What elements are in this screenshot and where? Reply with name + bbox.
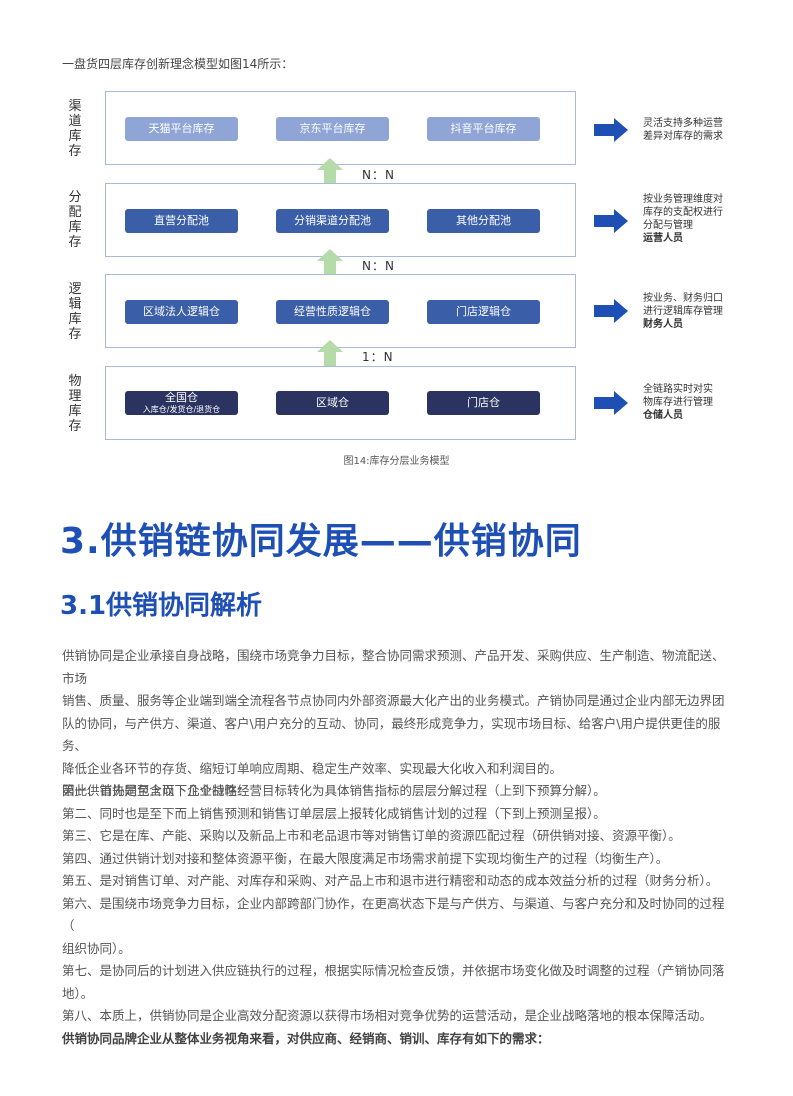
feature-line: 第六、是围绕市场竞争力目标，企业内部跨部门协作，在更高状态下是与产供方、与渠道、… xyxy=(62,895,725,934)
node-jd-stock: 京东平台库存 xyxy=(276,117,389,141)
side-note-line: 按业务、财务归口 xyxy=(643,293,723,304)
node-regional-logical: 区域法人逻辑仓 xyxy=(125,300,238,324)
layer-label-physical: 物理库存 xyxy=(68,374,82,434)
ratio-label-2: N：N xyxy=(362,259,395,273)
paragraph-line: 因此供销协同包含以下几个特性： xyxy=(62,783,250,798)
feature-line: 第八、本质上，供销协同是企业高效分配资源以获得市场相对竞争优势的运营活动，是企业… xyxy=(62,1008,713,1023)
side-note-line: 差异对库存的需求 xyxy=(643,131,723,142)
side-note-channel: 灵活支持多种运营 差异对库存的需求 xyxy=(643,117,753,143)
side-note-line: 全链路实时对实 xyxy=(643,384,713,395)
figure-caption: 图14:库存分层业务模型 xyxy=(343,456,450,467)
feature-line: 第三、它是在库、产能、采购以及新品上市和老品退市等对销售订单的资源匹配过程（研供… xyxy=(62,828,681,843)
node-distribution-pool: 分销渠道分配池 xyxy=(276,209,389,233)
feature-line: 组织协同）。 xyxy=(62,940,131,956)
layer-label-logical: 逻辑库存 xyxy=(68,282,82,342)
right-arrow-icon xyxy=(594,118,628,142)
right-arrow-icon xyxy=(594,391,628,415)
node-national-warehouse-label: 全国仓 xyxy=(165,391,198,404)
feature-line: 第四、通过供销计划对接和整体资源平衡，在最大限度满足市场需求前提下实现均衡生产的… xyxy=(62,850,669,866)
body-paragraph: 供销协同是企业承接自身战略，围绕市场竞争力目标，整合协同需求预测、产品开发、采购… xyxy=(62,645,734,803)
node-store-warehouse: 门店仓 xyxy=(427,391,540,415)
paragraph-line: 供销协同是企业承接自身战略，围绕市场竞争力目标，整合协同需求预测、产品开发、采购… xyxy=(62,648,725,686)
node-business-logical: 经营性质逻辑仓 xyxy=(276,300,389,324)
layer-label-channel: 渠道库存 xyxy=(68,99,82,159)
side-note-line: 灵活支持多种运营 xyxy=(643,118,723,129)
node-direct-pool: 直营分配池 xyxy=(125,209,238,233)
node-national-warehouse: 全国仓 入库仓/发货仓/退货仓 xyxy=(125,391,238,415)
paragraph-line: 降低企业各环节的存货、缩短订单响应周期、稳定生产效率、实现最大化收入和利润目的。 xyxy=(62,760,563,776)
layer-box-channel: 天猫平台库存 京东平台库存 抖音平台库存 xyxy=(105,91,576,165)
right-arrow-icon xyxy=(594,299,628,323)
feature-line: 第二、同时也是至下而上销售预测和销售订单层层上报转化成销售计划的过程（下到上预测… xyxy=(62,805,606,821)
node-other-pool: 其他分配池 xyxy=(427,209,540,233)
side-note-line: 分配与管理 xyxy=(643,220,693,231)
closing-statement: 供销协同品牌企业从整体业务视角来看，对供应商、经销商、销训、库存有如下的需求： xyxy=(62,1030,550,1046)
node-douyin-stock: 抖音平台库存 xyxy=(427,117,540,141)
intro-text: 一盘货四层库存创新理念模型如图14所示： xyxy=(62,57,294,71)
feature-line: 地）。 xyxy=(62,985,94,1001)
side-note-role: 运营人员 xyxy=(643,233,683,244)
node-store-logical: 门店逻辑仓 xyxy=(427,300,540,324)
ratio-label-1: N：N xyxy=(362,168,395,182)
side-note-line: 进行逻辑库存管理 xyxy=(643,306,723,317)
up-arrow-icon xyxy=(317,158,343,186)
layer-box-logical: 区域法人逻辑仓 经营性质逻辑仓 门店逻辑仓 xyxy=(105,274,576,348)
layer-label-allocation: 分配库存 xyxy=(68,190,82,250)
node-regional-warehouse: 区域仓 xyxy=(276,391,389,415)
node-national-warehouse-sub: 入库仓/发货仓/退货仓 xyxy=(142,405,221,414)
feature-line: 第五、是对销售订单、对产能、对库存和采购、对产品上市和退市进行精密和动态的成本效… xyxy=(62,873,719,888)
paragraph-line: 队的协同，与产供方、渠道、客户\用户充分的互动、协同，最终形成竞争力，实现市场目… xyxy=(62,715,721,754)
node-tmall-stock: 天猫平台库存 xyxy=(125,117,238,141)
feature-line: 第一、首先是至上而下企业战略经营目标转化为具体销售指标的层层分解过程（上到下预算… xyxy=(62,783,606,798)
feature-line: 第七、是协同后的计划进入供应链执行的过程，根据实际情况检查反馈，并依据市场变化做… xyxy=(62,963,725,978)
layer-box-physical: 全国仓 入库仓/发货仓/退货仓 区域仓 门店仓 xyxy=(105,366,576,440)
paragraph-line: 销售、质量、服务等企业端到端全流程各节点协同内外部资源最大化产出的业务模式。产销… xyxy=(62,693,725,708)
side-note-role: 财务人员 xyxy=(643,319,683,330)
up-arrow-icon xyxy=(317,340,343,368)
section-heading: 3.供销链协同发展——供销协同 xyxy=(60,521,582,562)
side-note-line: 物库存进行管理 xyxy=(643,397,713,408)
side-note-allocation: 按业务管理维度对 库存的支配权进行 分配与管理 运营人员 xyxy=(643,193,753,245)
ratio-label-3: 1：N xyxy=(362,350,394,364)
up-arrow-icon xyxy=(317,249,343,277)
side-note-line: 按业务管理维度对 xyxy=(643,194,723,205)
right-arrow-icon xyxy=(594,209,628,233)
subsection-heading: 3.1供销协同解析 xyxy=(60,591,263,621)
layer-box-allocation: 直营分配池 分销渠道分配池 其他分配池 xyxy=(105,183,576,257)
side-note-physical: 全链路实时对实 物库存进行管理 仓储人员 xyxy=(643,383,753,422)
side-note-line: 库存的支配权进行 xyxy=(643,207,723,218)
side-note-role: 仓储人员 xyxy=(643,410,683,421)
feature-list: 第一、首先是至上而下企业战略经营目标转化为具体销售指标的层层分解过程（上到下预算… xyxy=(62,780,734,1050)
side-note-logical: 按业务、财务归口 进行逻辑库存管理 财务人员 xyxy=(643,292,753,331)
